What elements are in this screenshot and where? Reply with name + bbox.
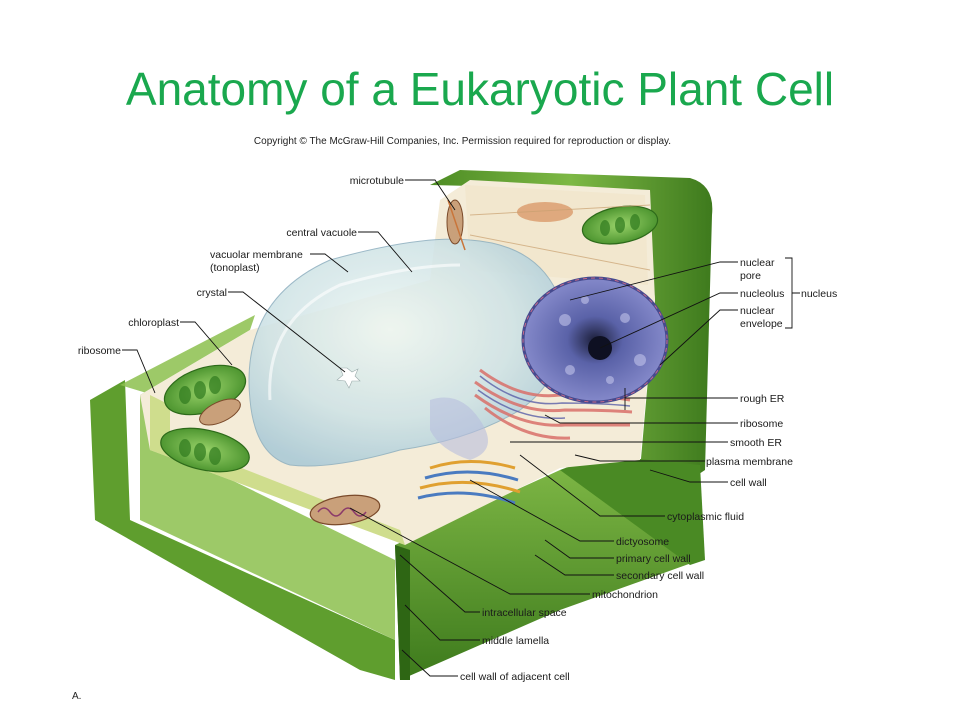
svg-text:mitochondrion: mitochondrion [592,589,658,601]
svg-text:nuclear: nuclear [740,305,775,317]
label-dictyosome: dictyosome [469,479,669,548]
dictyosome [417,460,521,505]
svg-text:vacuolar membrane: vacuolar membrane [210,249,303,261]
svg-text:nucleolus: nucleolus [740,288,784,300]
label-nuclear-envelope: nuclear envelope [659,305,783,366]
mitochondrion-group [199,199,573,526]
svg-text:middle lamella: middle lamella [482,635,549,647]
label-intracellular-space: intracellular space [399,554,567,619]
svg-text:chloroplast: chloroplast [128,317,179,329]
cell-wall-body [90,170,713,680]
svg-text:(tonoplast): (tonoplast) [210,262,260,274]
svg-text:crystal: crystal [197,287,227,299]
svg-text:cytoplasmic fluid: cytoplasmic fluid [667,511,744,523]
svg-text:envelope: envelope [740,318,783,330]
copyright-notice: Copyright © The McGraw-Hill Companies, I… [253,136,672,147]
label-vacuolar-membrane: vacuolar membrane (tonoplast) [210,249,349,274]
chloroplast-group [160,205,659,473]
label-nuclear-pore: nuclear pore [569,257,775,301]
page-title: Anatomy of a Eukaryotic Plant Cell [125,63,835,115]
svg-text:plasma membrane: plasma membrane [706,456,793,468]
label-cell-wall: cell wall [649,469,767,489]
label-primary-cell-wall: primary cell wall [544,539,691,565]
figure-letter: A. [72,691,82,702]
svg-text:pore: pore [740,270,761,282]
microtubule [447,199,651,271]
crystal [336,367,361,389]
svg-text:microtubule: microtubule [350,175,404,187]
label-secondary-cell-wall: secondary cell wall [534,554,704,582]
nucleus [521,276,669,404]
label-cytoplasmic-fluid: cytoplasmic fluid [519,454,744,523]
svg-text:nuclear: nuclear [740,257,775,269]
label-ribosome-left: ribosome [78,345,156,394]
label-chloroplast: chloroplast [128,317,233,366]
label-nucleolus: nucleolus [599,288,784,349]
svg-text:nucleus: nucleus [801,288,837,300]
endoplasmic-reticulum [430,368,633,460]
svg-text:ribosome: ribosome [78,345,121,357]
svg-text:smooth ER: smooth ER [730,437,782,449]
svg-text:intracellular space: intracellular space [482,607,567,619]
label-cell-wall-adjacent: cell wall of adjacent cell [401,649,570,683]
label-smooth-er: smooth ER [510,437,782,449]
label-central-vacuole: central vacuole [286,227,413,273]
svg-text:dictyosome: dictyosome [616,536,669,548]
label-ribosome-right: ribosome [544,414,783,430]
label-rough-er: rough ER [624,388,785,410]
svg-text:secondary cell wall: secondary cell wall [616,570,704,582]
svg-text:cell wall: cell wall [730,477,767,489]
label-middle-lamella: middle lamella [404,604,549,647]
label-mitochondrion: mitochondrion [349,507,658,601]
svg-text:ribosome: ribosome [740,418,783,430]
label-microtubule: microtubule [350,175,456,211]
label-plasma-membrane: plasma membrane [574,454,793,468]
label-nucleus: nucleus [785,257,837,329]
svg-text:central vacuole: central vacuole [286,227,357,239]
svg-text:rough ER: rough ER [740,393,785,405]
svg-text:cell wall of adjacent cell: cell wall of adjacent cell [460,671,570,683]
svg-text:primary cell wall: primary cell wall [616,553,691,565]
label-crystal: crystal [197,287,346,373]
